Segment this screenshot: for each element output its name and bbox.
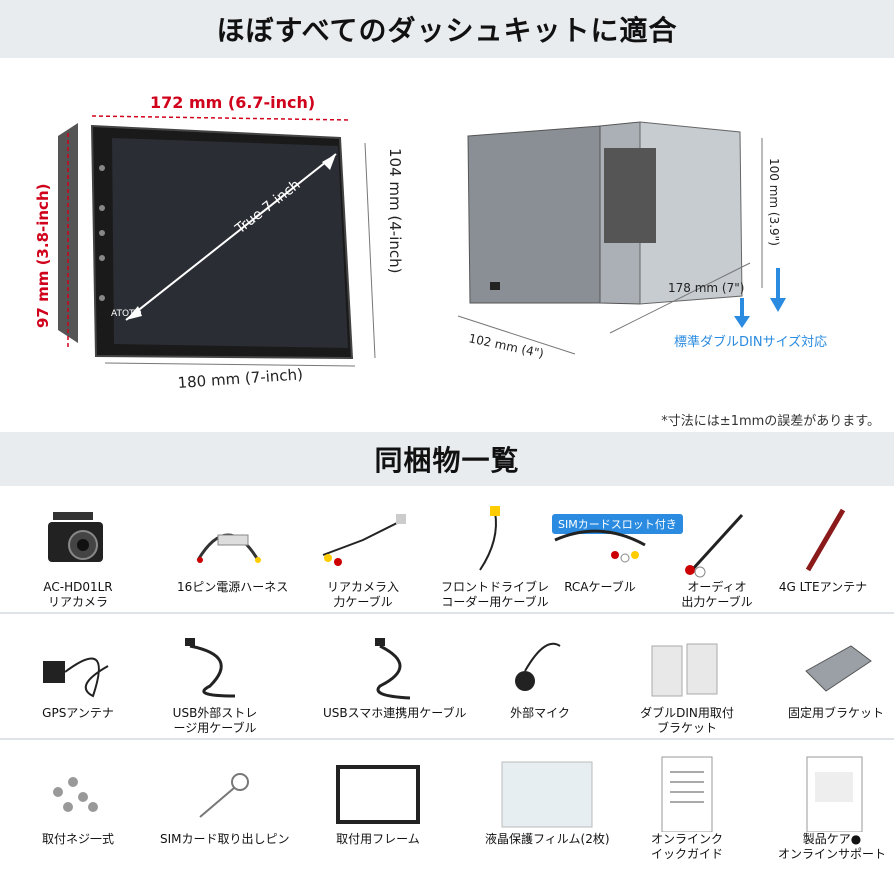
package-item: 製品ケア●オンラインサポート (777, 752, 887, 862)
package-item-label: フロントドライブレコーダー用ケーブル (440, 580, 549, 609)
usb-phone-cable-icon (340, 626, 450, 706)
package-item: 液晶保護フィルム(2枚) (485, 752, 610, 847)
package-item-label: SIMカード取り出しピン (160, 832, 290, 846)
row-divider (0, 738, 894, 740)
top-banner-title: ほぼすべてのダッシュキットに適合 (216, 14, 678, 47)
package-item: 4G LTEアンテナ (768, 500, 878, 595)
width-top-label: 172 mm (6.7-inch) (150, 93, 315, 112)
package-item-label: 外部マイク (510, 706, 570, 720)
package-item-label: オーディオ出力ケーブル (681, 580, 753, 609)
screws-icon (23, 752, 133, 832)
package-item: ダブルDIN用取付ブラケット (632, 626, 742, 736)
package-item: オンラインクイックガイド (632, 752, 742, 862)
package-item-label: 取付用フレーム (336, 832, 420, 846)
sim-pin-icon (170, 752, 280, 832)
package-item-label: オンラインクイックガイド (650, 832, 723, 861)
package-item: オーディオ出力ケーブル (662, 500, 772, 610)
package-item: リアカメラ入力ケーブル (308, 500, 418, 610)
bracket-width-label: 102 mm (4") (467, 331, 545, 361)
package-item: 取付用フレーム (323, 752, 433, 847)
package-item: フロントドライブレコーダー用ケーブル (440, 500, 550, 610)
height-left-label: 97 mm (3.8-inch) (34, 184, 52, 328)
guide-icon (632, 752, 742, 832)
camera-cable-icon (308, 500, 418, 580)
bracket-height-label: 100 mm (3.9") (767, 158, 781, 246)
usb-cable-icon (160, 626, 270, 706)
audio-cable-icon (662, 500, 772, 580)
contents-banner: 同梱物一覧 (0, 432, 894, 486)
dimension-illustration: True 7-inch ATOTO 172 mm (6.7-inch) 97 m… (34, 93, 827, 392)
contents-banner-title: 同梱物一覧 (374, 444, 520, 477)
package-item: RCAケーブル (545, 500, 655, 595)
package-item: 固定用ブラケット (781, 626, 891, 721)
microphone-icon (485, 626, 595, 706)
package-item-label: 製品ケア●オンラインサポート (777, 832, 886, 861)
fixing-bracket-icon (781, 626, 891, 706)
din-bracket-icon (632, 626, 742, 706)
din-size-note: 標準ダブルDINサイズ対応 (674, 334, 827, 350)
width-bottom-label: 180 mm (7-inch) (177, 365, 303, 392)
package-item: 取付ネジ一式 (23, 752, 133, 847)
tolerance-note: *寸法には±1mmの誤差があります。 (661, 414, 880, 429)
brand-logo: ATOTO (111, 309, 142, 319)
package-item: GPSアンテナ (23, 626, 133, 721)
package-item-label: 4G LTEアンテナ (778, 580, 868, 594)
package-item-label: GPSアンテナ (42, 706, 114, 720)
package-item: USB外部ストレージ用ケーブル (160, 626, 270, 736)
package-item: USBスマホ連携用ケーブル (323, 626, 467, 721)
package-item-label: 固定用ブラケット (787, 706, 884, 720)
height-right-label: 104 mm (4-inch) (386, 148, 404, 273)
top-banner: ほぼすべてのダッシュキットに適合 (0, 0, 894, 58)
support-icon (777, 752, 887, 832)
lte-antenna-icon (768, 500, 878, 580)
harness-icon (178, 500, 288, 580)
film-icon (492, 752, 602, 832)
package-item-label: 取付ネジ一式 (41, 832, 114, 846)
bracket-depth-label: 178 mm (7") (668, 281, 744, 295)
package-item: 16ピン電源ハーネス (177, 500, 288, 595)
row-divider (0, 612, 894, 614)
rca-cable-icon (545, 500, 655, 580)
din-cage-illustration (467, 121, 743, 305)
package-item-label: RCAケーブル (564, 580, 636, 594)
package-item-label: USB外部ストレージ用ケーブル (172, 706, 258, 735)
package-item-label: 16ピン電源ハーネス (177, 580, 289, 594)
sim-slot-badge: SIMカードスロット付き (552, 514, 683, 534)
camera-icon (23, 500, 133, 580)
package-item: 外部マイク (485, 626, 595, 721)
dashcam-cable-icon (440, 500, 550, 580)
package-item-label: 液晶保護フィルム(2枚) (485, 832, 610, 846)
package-item-label: ダブルDIN用取付ブラケット (640, 706, 734, 735)
frame-icon (323, 752, 433, 832)
package-item-label: USBスマホ連携用ケーブル (323, 706, 467, 720)
head-unit-device: True 7-inch ATOTO (58, 123, 354, 360)
package-item-label: リアカメラ入力ケーブル (326, 580, 399, 609)
gps-antenna-icon (23, 626, 133, 706)
package-item: SIMカード取り出しピン (160, 752, 290, 847)
